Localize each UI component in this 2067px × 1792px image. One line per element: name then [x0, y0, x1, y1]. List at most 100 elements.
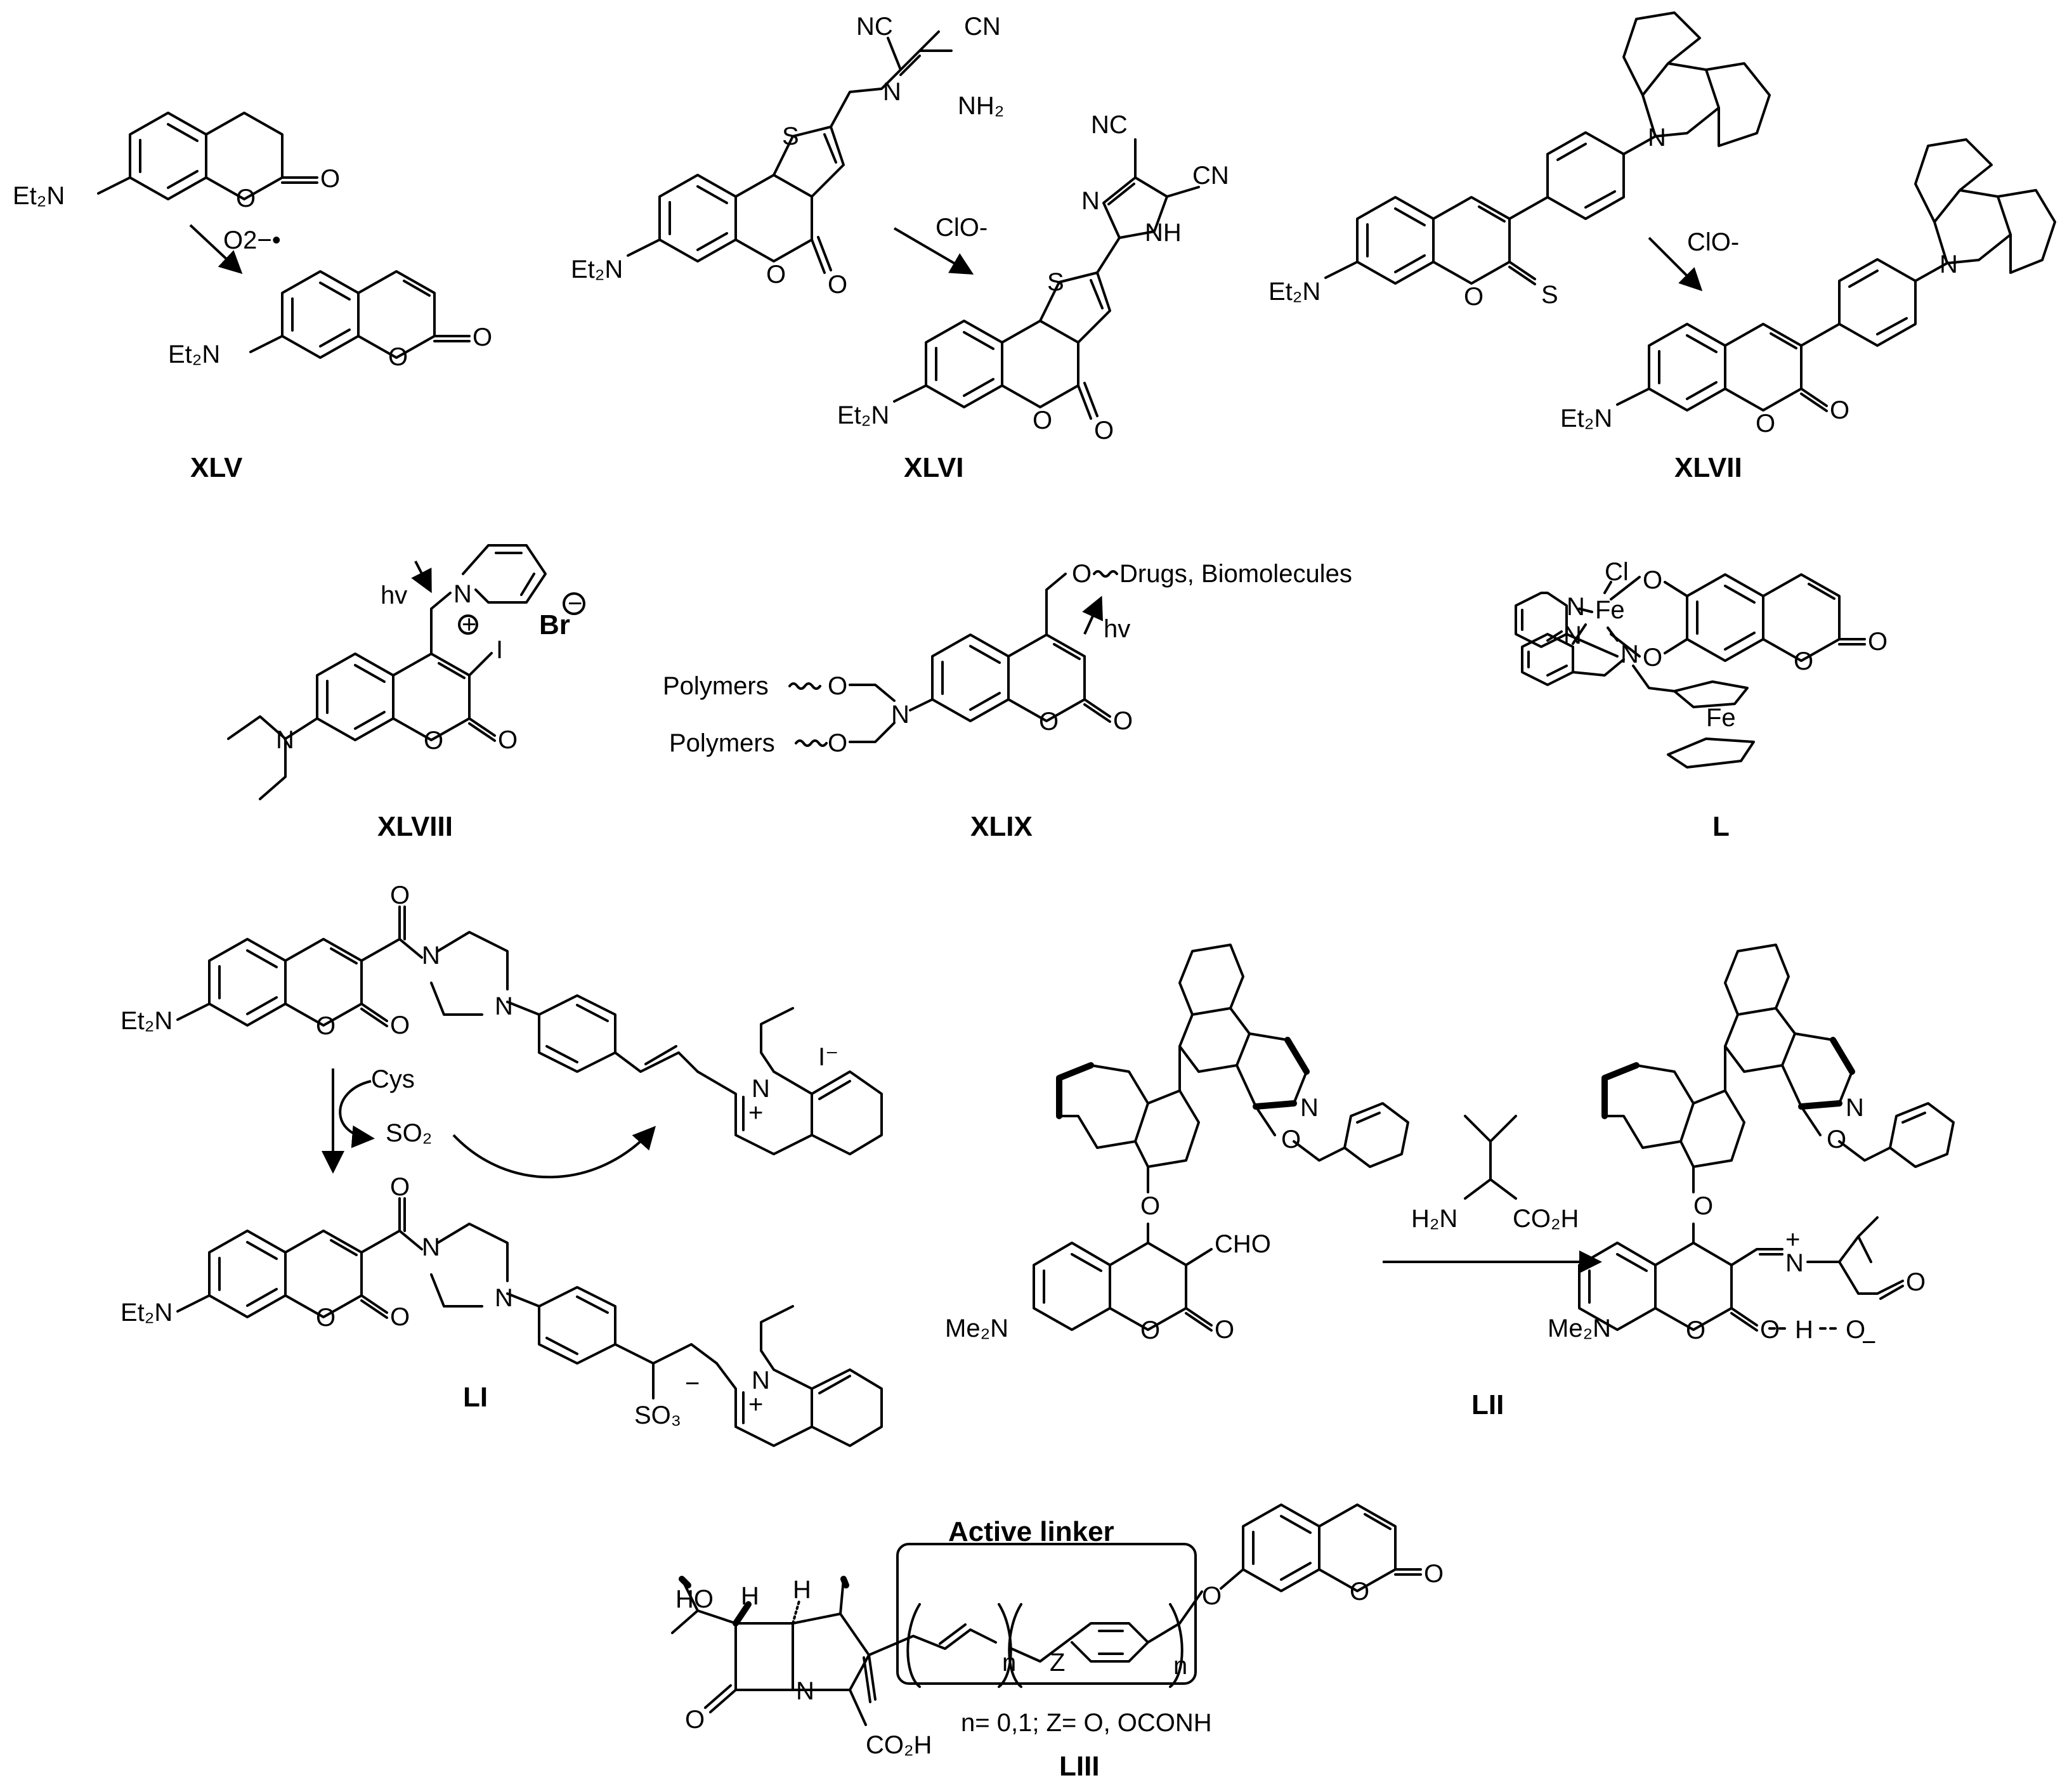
lii-product-naphthyl-upper: [1724, 944, 1853, 1108]
compound-liii: HO H H N O CO₂H Active linker n Z n O O …: [671, 1503, 1444, 1782]
xlviii-pyridinium-arm: [430, 544, 547, 655]
li-product-et2n: Et₂N: [121, 1299, 173, 1327]
xlvii-product-carbonyl-o: O: [1830, 396, 1849, 424]
xlviii-amine-n: N: [276, 726, 294, 754]
xlvi-product-nh: NH: [1145, 219, 1182, 247]
liii-hash-h: [792, 1600, 800, 1625]
li-product-so3: SO₃: [634, 1401, 681, 1429]
xlvi-reactant-nc: NC: [856, 13, 893, 41]
compound-xlix: hv O Drugs, Biomolecules N O O Polymers …: [663, 560, 1352, 842]
xlvi-reactant-benzene-ring: [658, 174, 737, 263]
xlix-polymers-2: Polymers: [669, 729, 775, 757]
liii-coumarin-rings: [1242, 1503, 1422, 1592]
xlvi-product-amine-bond: [893, 384, 927, 403]
xlvii-product-benzene-ring: [1648, 323, 1726, 412]
compound-xlv: Et₂N O O O2−• Et₂N O O XLV: [13, 112, 492, 483]
xlviii-diethylamino: [227, 715, 318, 800]
xlix-wavy-polymer-bond-2: [795, 739, 828, 747]
liii-hydroxyethyl-side: [671, 1578, 737, 1634]
xlviii-charge-plus-circle: [458, 614, 478, 635]
liii-n-subscript-2: n: [1173, 1652, 1187, 1680]
l-ring-o: O: [1794, 647, 1813, 675]
xlvi-reaction-arrow: [893, 227, 974, 275]
lii-product-bold-bonds: [1601, 1037, 1855, 1119]
xlvi-reactant-cn: CN: [964, 13, 1001, 41]
liii-carbonyl: [704, 1684, 737, 1713]
xlv-reactant-amine-bond: [97, 176, 131, 195]
xlvii-reactant-carbazole: [1622, 11, 1771, 155]
lii-product-valine-iminium: [1806, 1216, 1904, 1300]
liii-linker-bonds: [868, 1622, 1181, 1663]
compound-lii: O N O CHO Me₂N O O H₂N CO₂H O N O N + H …: [945, 944, 1955, 1420]
lii-product-iminium-n: N: [1785, 1249, 1804, 1277]
liii-linker-note: n= 0,1; Z= O, OCONH: [961, 1709, 1212, 1737]
xlix-linker-arm: [1045, 573, 1067, 636]
xlix-amine-arms: [849, 684, 934, 743]
lii-product-me2n: Me₂N: [1548, 1315, 1611, 1342]
xlix-carbonyl-o: O: [1113, 707, 1133, 735]
li-product-piperazine-n: N: [495, 1284, 513, 1312]
xlvi-product-cn: CN: [1192, 162, 1229, 190]
li-product-quinolinium-n: N: [752, 1367, 770, 1394]
lii-reactant-ring-o: O: [1140, 1316, 1160, 1344]
xlv-product-benzene-ring: [281, 270, 360, 359]
lii-product-carboxylate-o: O: [1846, 1316, 1865, 1344]
li-so2-curved-arrow: [452, 1126, 656, 1179]
xlix-ether-o: O: [1072, 560, 1092, 588]
li-reactant-amide-piperazine: [360, 906, 509, 1016]
l-ferrocene-fe: Fe: [1706, 704, 1736, 732]
l-catecholate-bonds: [1610, 576, 1688, 658]
compound-l: O O O O Cl Fe N N N Fe L: [1515, 558, 1888, 842]
xlv-reactant-et2n: Et₂N: [13, 182, 65, 210]
l-amine-arms: [1565, 633, 1676, 692]
li-product-coumarin: [176, 1230, 388, 1319]
liii-linker-parentheses: [906, 1603, 1183, 1688]
lii-reactant-carbonyl-o: O: [1215, 1316, 1234, 1344]
xlv-product-et2n: Et₂N: [168, 341, 220, 368]
xlvi-reactant-carbonyl-o: O: [828, 271, 847, 299]
xlvi-product-carbonyl-o: O: [1094, 417, 1114, 445]
xlvii-product-et2n: Et₂N: [1560, 405, 1612, 432]
li-product-charge: +: [748, 1391, 763, 1419]
l-label: L: [1712, 811, 1730, 842]
xlv-product-pyrone-ring: [357, 270, 471, 359]
xlvii-product-phenyl-ring: [1800, 258, 1917, 347]
xlvi-product-benzene-ring: [925, 320, 1003, 408]
li-reactant-carbonyl-o: O: [390, 1011, 410, 1039]
xlvi-product-ring-o: O: [1033, 406, 1052, 434]
liii-h-2: H: [793, 1576, 811, 1604]
li-so2: SO₂: [386, 1119, 432, 1147]
liii-ring-n: N: [796, 1677, 814, 1705]
li-reactant-styryl: [506, 994, 699, 1073]
liii-n-subscript-1: n: [1002, 1649, 1016, 1677]
lii-product-pyridylmethoxy: [1800, 1102, 1955, 1168]
xlix-drugs: Drugs, Biomolecules: [1119, 560, 1352, 588]
xlix-wavy-drug-bond: [1093, 570, 1118, 578]
xlv-reactant-ring-o: O: [236, 185, 256, 212]
lii-valine-h2n: H₂N: [1411, 1205, 1457, 1233]
xlvi-reagent: ClO-: [936, 214, 988, 242]
xlviii-photolysis-arrow: [411, 561, 432, 594]
xlviii-charge-plus: +: [462, 611, 476, 639]
xlvii-reactant-phenyl-ring: [1508, 131, 1625, 220]
compound-xlviii: hv N + Br − I N O O XLVIII: [227, 544, 585, 842]
compound-xlvi: S N NC CN NH₂ Et₂N O O ClO- S N NH NC CN…: [571, 13, 1229, 483]
xlix-pyrone-ring: [1007, 633, 1111, 723]
xlix-amine-n: N: [891, 701, 910, 729]
xlviii-charge-minus-circle: [563, 592, 585, 615]
xlviii-charge-minus: −: [568, 590, 582, 618]
li-reactant-ring-o: O: [316, 1012, 336, 1040]
lii-label: LII: [1471, 1389, 1504, 1420]
xlix-ether-o-2: O: [828, 729, 847, 757]
xlvii-reactant-s: S: [1541, 281, 1558, 309]
li-cys-curved-arrow: [339, 1080, 375, 1148]
xlvii-product-ring-o: O: [1756, 410, 1775, 438]
li-reactant-iodide: I⁻: [818, 1043, 838, 1071]
lii-reactant-cho: CHO: [1215, 1230, 1271, 1258]
l-carbonyl-o: O: [1868, 628, 1888, 656]
l-pyrone-ring: [1762, 573, 1866, 662]
li-product-quinolinium: [715, 1305, 883, 1447]
xlv-reactant-lactone-ring: [205, 112, 318, 200]
xlv-reagent: O2−•: [223, 226, 281, 254]
